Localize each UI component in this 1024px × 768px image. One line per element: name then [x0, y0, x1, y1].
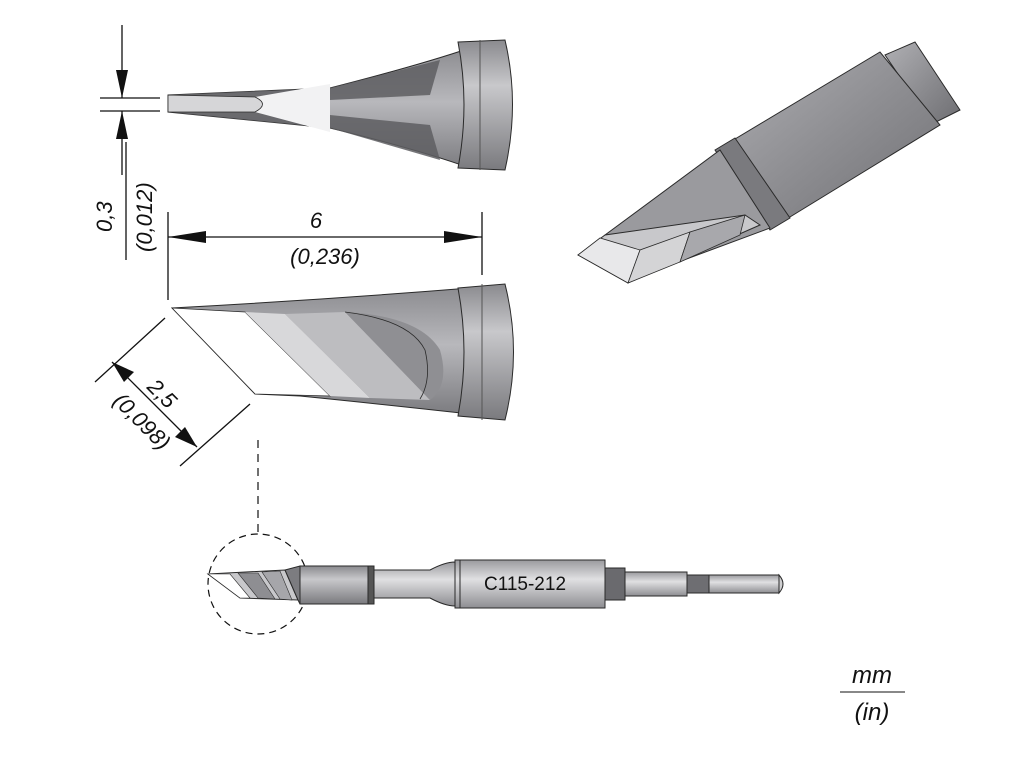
top-view-tip [167, 39, 513, 171]
units-legend-top: mm [852, 662, 892, 689]
full-tip-view [206, 533, 784, 635]
blade-width-mm-label: 2,5 [142, 373, 183, 414]
units-legend: mm (in) [840, 662, 905, 726]
units-legend-bottom: (in) [855, 699, 890, 726]
isometric-tip [577, 41, 961, 284]
blade-width-dimension [94, 317, 251, 467]
side-view-tip [170, 283, 514, 421]
model-label: C115-212 [484, 574, 566, 595]
thickness-in-label: (0,012) [132, 182, 157, 252]
thickness-dimension [100, 25, 160, 260]
length-mm-label: 6 [310, 208, 323, 233]
length-dimension [167, 212, 483, 300]
length-in-label: (0,236) [290, 244, 360, 269]
thickness-mm-label: 0,3 [92, 201, 117, 232]
